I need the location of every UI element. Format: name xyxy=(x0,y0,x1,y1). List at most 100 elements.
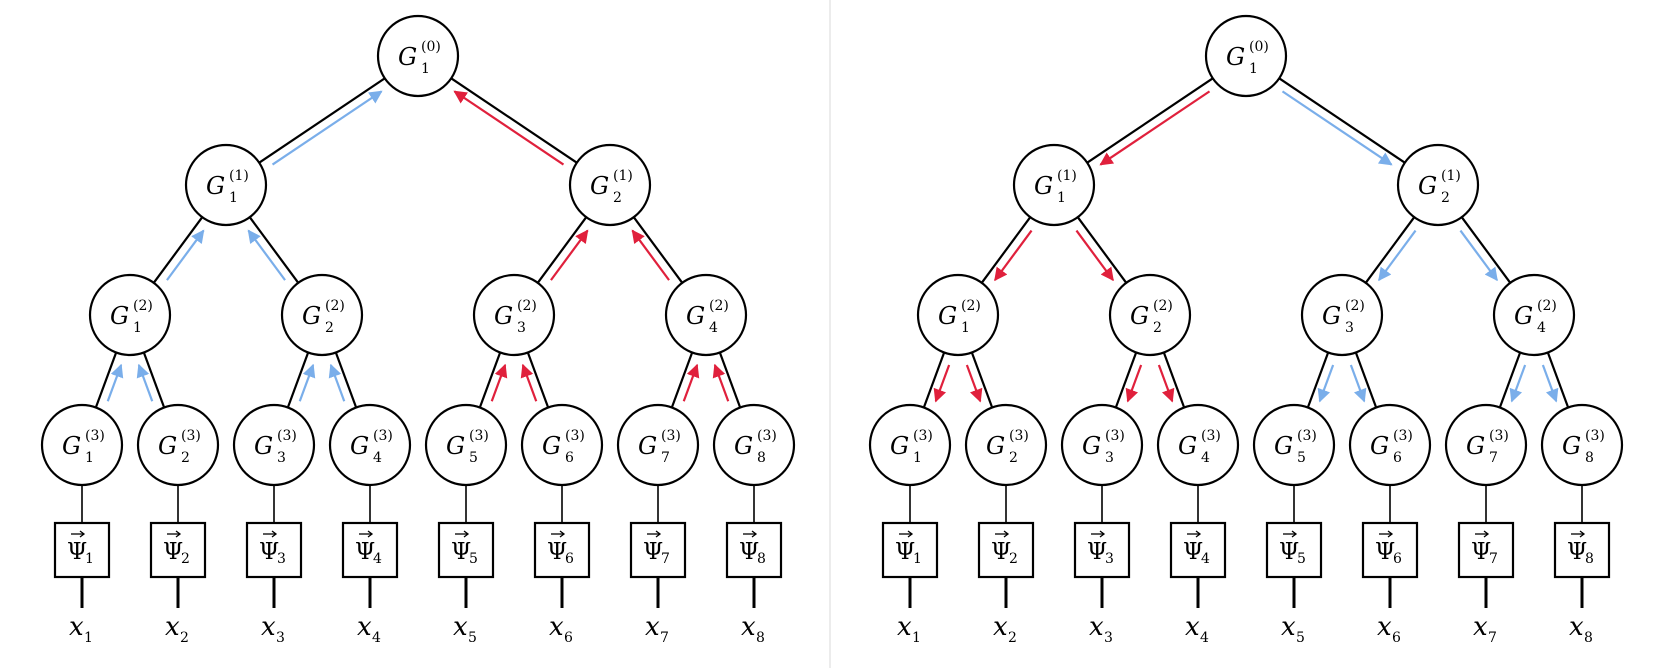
node-symbol: G xyxy=(734,432,753,460)
leaf-box-symbol: Ψ xyxy=(163,539,183,565)
tree-node-left-g3-7: G(3)7 xyxy=(616,403,700,487)
node-index: 8 xyxy=(757,450,766,466)
edge-right-l0-n0-c1 xyxy=(1278,77,1406,164)
node-index: 4 xyxy=(373,450,382,466)
edge-right-l1-n0-c0 xyxy=(980,216,1032,284)
node-index: 2 xyxy=(181,450,190,466)
leaf-box-symbol: Ψ xyxy=(547,539,567,565)
node-symbol: G xyxy=(1322,302,1341,330)
message-arrow-left-l0-n0-c1 xyxy=(453,90,565,166)
node-depth: (3) xyxy=(1201,428,1221,444)
tree-node-right-g1-1: G(1)1 xyxy=(1012,143,1096,227)
leaf-box-symbol: Ψ xyxy=(1375,539,1395,565)
leaf-box-symbol: Ψ xyxy=(259,539,279,565)
node-index: 2 xyxy=(325,320,334,336)
node-symbol: G xyxy=(494,302,513,330)
edge-right-l2-n2-c4 xyxy=(1306,352,1330,408)
message-arrow-right-l1-n1-c3 xyxy=(1459,229,1498,282)
node-index: 4 xyxy=(1201,450,1210,466)
tree-node-right-g3-8: G(3)8 xyxy=(1540,403,1624,487)
edge-left-l2-n2-c4 xyxy=(478,352,502,408)
edge-left-l0-n0-c1 xyxy=(450,77,578,164)
input-symbol: x xyxy=(1281,612,1296,642)
node-depth: (2) xyxy=(961,298,981,314)
edge-left-l2-n3-c7 xyxy=(718,352,742,408)
message-arrow-right-l1-n0-c1 xyxy=(1075,229,1114,282)
node-depth: (3) xyxy=(1105,428,1125,444)
edge-left-l2-n1-c2 xyxy=(286,352,310,408)
node-index: 1 xyxy=(229,190,238,206)
node-symbol: G xyxy=(542,432,561,460)
node-symbol: G xyxy=(590,172,609,200)
node-depth: (1) xyxy=(229,168,249,184)
node-symbol: G xyxy=(254,432,273,460)
tree-node-right-g1-2: G(1)2 xyxy=(1396,143,1480,227)
node-symbol: G xyxy=(986,432,1005,460)
node-index: 8 xyxy=(1585,450,1594,466)
node-depth: (3) xyxy=(913,428,933,444)
leaf-box-left-7: Ψ7 xyxy=(629,521,687,579)
input-index: 7 xyxy=(660,630,669,646)
leaf-box-left-2: Ψ2 xyxy=(149,521,207,579)
leaf-box-index: 8 xyxy=(1585,551,1594,567)
node-index: 7 xyxy=(1489,450,1498,466)
leaf-box-right-4: Ψ4 xyxy=(1169,521,1227,579)
input-index: 5 xyxy=(468,630,477,646)
input-symbol: x xyxy=(165,612,180,642)
tree-node-right-g3-2: G(3)2 xyxy=(964,403,1048,487)
message-arrow-right-l2-n3-c7 xyxy=(1541,364,1559,403)
input-symbol: x xyxy=(261,612,276,642)
tree-node-right-g2-3: G(2)3 xyxy=(1300,273,1384,357)
edge-right-l2-n0-c0 xyxy=(922,352,946,408)
input-index: 5 xyxy=(1296,630,1305,646)
message-arrow-right-l0-n0-c1 xyxy=(1281,90,1393,166)
input-symbol: x xyxy=(69,612,84,642)
node-depth: (1) xyxy=(1441,168,1461,184)
leaf-box-index: 6 xyxy=(1393,551,1402,567)
leaf-box-index: 3 xyxy=(1105,551,1114,567)
edge-right-l1-n0-c1 xyxy=(1076,216,1128,284)
edge-left-l0-n0-c0 xyxy=(258,77,386,164)
node-depth: (3) xyxy=(181,428,201,444)
input-symbol: x xyxy=(1377,612,1392,642)
leaf-box-index: 4 xyxy=(373,551,382,567)
node-symbol: G xyxy=(446,432,465,460)
edge-right-l2-n3-c6 xyxy=(1498,352,1522,408)
leaf-box-right-5: Ψ5 xyxy=(1265,521,1323,579)
input-symbol: x xyxy=(357,612,372,642)
leaf-box-symbol: Ψ xyxy=(739,539,759,565)
leaf-box-symbol: Ψ xyxy=(1567,539,1587,565)
input-symbol: x xyxy=(453,612,468,642)
message-arrow-left-l2-n0-c1 xyxy=(136,363,154,402)
leaf-box-right-8: Ψ8 xyxy=(1553,521,1611,579)
edge-right-l2-n1-c2 xyxy=(1114,352,1138,408)
node-index: 6 xyxy=(1393,450,1402,466)
edge-right-l2-n0-c1 xyxy=(970,352,994,408)
leaf-box-symbol: Ψ xyxy=(67,539,87,565)
node-index: 2 xyxy=(1153,320,1162,336)
edge-left-l2-n2-c5 xyxy=(526,352,550,408)
node-symbol: G xyxy=(1514,302,1533,330)
tree-node-right-g2-4: G(2)4 xyxy=(1492,273,1576,357)
node-index: 2 xyxy=(1441,190,1450,206)
edge-right-l1-n1-c2 xyxy=(1364,216,1416,284)
node-depth: (3) xyxy=(277,428,297,444)
leaf-box-index: 5 xyxy=(1297,551,1306,567)
edge-right-l2-n3-c7 xyxy=(1546,352,1570,408)
leaf-box-right-2: Ψ2 xyxy=(977,521,1035,579)
node-symbol: G xyxy=(1034,172,1053,200)
node-index: 3 xyxy=(1345,320,1354,336)
message-arrow-left-l2-n2-c4 xyxy=(490,363,508,402)
leaf-box-index: 1 xyxy=(913,551,922,567)
message-arrow-right-l2-n1-c3 xyxy=(1157,364,1175,403)
leaf-box-left-8: Ψ8 xyxy=(725,521,783,579)
node-depth: (3) xyxy=(469,428,489,444)
leaf-box-symbol: Ψ xyxy=(1183,539,1203,565)
input-index: 1 xyxy=(84,630,93,646)
